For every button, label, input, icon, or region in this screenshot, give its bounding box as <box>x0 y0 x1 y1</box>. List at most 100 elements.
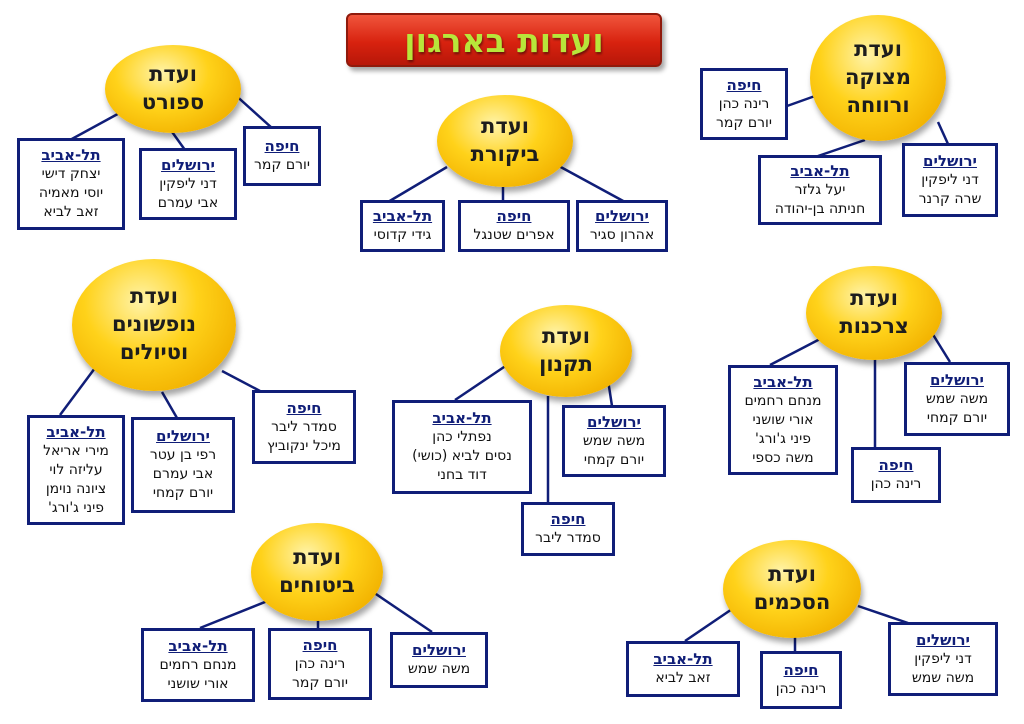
city-label: תל-אביב <box>372 207 433 225</box>
members-list: דני ליפקין משה שמש <box>911 650 975 686</box>
committee-bylaws-bubble: ועדת תקנון <box>500 305 632 397</box>
city-label: ירושלים <box>595 207 649 225</box>
committee-audit-haifa-box: חיפה אפרים שטנגל <box>458 200 570 252</box>
members-list: דני ליפקין שרה קרנר <box>918 171 982 207</box>
committee-sport-bubble: ועדת ספורט <box>105 45 241 133</box>
members-list: מירי אריאל עליזה לוי ציונה נוימן פיני ג'… <box>43 442 109 516</box>
members-list: נפתלי כהן נסים לביא (כושי) דוד בחני <box>412 429 512 483</box>
city-label: ירושלים <box>930 370 984 389</box>
connector-distress-tel-aviv <box>817 138 866 158</box>
connector-insurance-tel-aviv <box>199 598 271 630</box>
committee-audit-tel-aviv-box: תל-אביב גידי קדוסי <box>360 200 445 252</box>
connector-audit-tel-aviv <box>387 165 448 204</box>
committee-hiking-jerusalem-box: ירושלים רפי בן עטר אבי עמרם יורם קמחי <box>131 417 235 513</box>
members-list: יעל גלזר חניתה בן-יהודה <box>774 181 866 217</box>
page-title-banner: ועדות בארגון <box>346 13 662 67</box>
members-list: זאב לביא <box>655 670 711 686</box>
committee-hiking-tel-aviv-box: תל-אביב מירי אריאל עליזה לוי ציונה נוימן… <box>27 415 125 525</box>
members-list: רינה כהן <box>775 681 827 697</box>
members-list: משה שמש <box>407 661 471 677</box>
committee-bylaws-name: ועדת תקנון <box>539 324 593 376</box>
connector-agreements-jerusalem <box>857 604 909 625</box>
committee-agreements-bubble: ועדת הסכמים <box>723 540 861 638</box>
committee-sport-jerusalem-box: ירושלים דני ליפקין אבי עמרם <box>139 148 237 220</box>
committee-agreements-jerusalem-box: ירושלים דני ליפקין משה שמש <box>888 622 998 696</box>
members-list: מנחם רחמים אורי שושני פיני ג'ורג' משה כס… <box>744 392 822 466</box>
city-label: חיפה <box>550 510 586 528</box>
committee-consumer-bubble: ועדת צרכנות <box>806 266 942 360</box>
connector-distress-jerusalem <box>936 121 950 145</box>
city-label: חיפה <box>302 635 338 654</box>
members-list: סמדר ליבר <box>535 530 601 546</box>
city-label: חיפה <box>878 456 914 474</box>
page-title: ועדות בארגון <box>404 20 604 60</box>
city-label: תל-אביב <box>653 650 713 668</box>
committee-agreements-haifa-box: חיפה רינה כהן <box>760 651 842 709</box>
city-label: ירושלים <box>412 641 466 659</box>
members-list: אפרים שטנגל <box>473 227 555 243</box>
members-list: משה שמש יורם קמחי <box>582 432 646 468</box>
city-label: תל-אביב <box>46 422 106 441</box>
committee-distress-name: ועדת מצוקה ורווחה <box>845 37 912 117</box>
connector-distress-haifa <box>786 94 816 108</box>
committee-audit-jerusalem-box: ירושלים אהרון סגיר <box>576 200 668 252</box>
connector-agreements-tel-aviv <box>684 603 739 643</box>
city-label: תל-אביב <box>753 372 813 391</box>
city-label: ירושלים <box>156 427 210 445</box>
connector-hiking-haifa <box>221 369 261 393</box>
connector-consumer-tel-aviv <box>769 337 821 367</box>
connector-audit-jerusalem <box>556 163 626 204</box>
committee-bylaws-tel-aviv-box: תל-אביב נפתלי כהן נסים לביא (כושי) דוד ב… <box>392 400 532 494</box>
committee-agreements-name: ועדת הסכמים <box>753 562 831 614</box>
committee-hiking-bubble: ועדת נופשונים וטיולים <box>72 259 236 391</box>
members-list: רפי בן עטר אבי עמרם יורם קמחי <box>149 447 217 501</box>
committee-insurance-name: ועדת ביטוחים <box>279 545 355 597</box>
committee-audit-name: ועדת ביקורת <box>470 114 540 166</box>
members-list: סמדר ליבר מיכל ינקוביץ <box>267 418 341 454</box>
city-label: ירושלים <box>161 155 215 174</box>
connector-hiking-jerusalem <box>160 391 179 419</box>
members-list: מנחם רחמים אורי שושני <box>159 656 237 692</box>
connector-sport-tel-aviv <box>69 108 126 142</box>
committee-consumer-haifa-box: חיפה רינה כהן <box>851 447 941 503</box>
committee-insurance-tel-aviv-box: תל-אביב מנחם רחמים אורי שושני <box>141 628 255 702</box>
members-list: רינה כהן <box>870 476 922 492</box>
city-label: ירושלים <box>923 151 977 170</box>
city-label: חיפה <box>783 661 819 679</box>
members-list: רינה כהן יורם קמר <box>292 655 348 691</box>
committee-insurance-bubble: ועדת ביטוחים <box>251 523 383 621</box>
members-list: אהרון סגיר <box>589 227 655 243</box>
committee-sport-tel-aviv-box: תל-אביב יצחק דישי יוסי מאמיה זאב לביא <box>17 138 125 230</box>
committee-consumer-name: ועדת צרכנות <box>839 286 909 338</box>
committee-bylaws-haifa-box: חיפה סמדר ליבר <box>521 502 615 556</box>
connector-insurance-jerusalem <box>369 588 433 634</box>
connector-consumer-jerusalem <box>930 332 952 363</box>
city-label: חיפה <box>496 207 532 225</box>
committee-distress-bubble: ועדת מצוקה ורווחה <box>810 15 946 141</box>
city-label: חיפה <box>286 398 322 417</box>
members-list: משה שמש יורם קמחי <box>925 390 989 426</box>
committee-insurance-haifa-box: חיפה רינה כהן יורם קמר <box>268 628 372 700</box>
connector-hiking-tel-aviv <box>58 367 97 416</box>
city-label: ירושלים <box>916 630 970 649</box>
members-list: יורם קמר <box>254 157 310 173</box>
city-label: חיפה <box>726 75 762 94</box>
committee-hiking-haifa-box: חיפה סמדר ליבר מיכל ינקוביץ <box>252 390 356 464</box>
city-label: תל-אביב <box>41 146 101 164</box>
committee-distress-tel-aviv-box: תל-אביב יעל גלזר חניתה בן-יהודה <box>758 155 882 225</box>
members-list: דני ליפקין אבי עמרם <box>157 175 219 211</box>
members-list: יצחק דישי יוסי מאמיה זאב לביא <box>38 166 104 220</box>
committee-sport-haifa-box: חיפה יורם קמר <box>243 126 321 186</box>
committee-agreements-tel-aviv-box: תל-אביב זאב לביא <box>626 641 740 697</box>
committee-audit-bubble: ועדת ביקורת <box>437 95 573 187</box>
city-label: תל-אביב <box>432 409 492 427</box>
committee-sport-name: ועדת ספורט <box>141 62 205 114</box>
committee-distress-haifa-box: חיפה רינה כהן יורם קמר <box>700 68 788 140</box>
connector-bylaws-tel-aviv <box>454 363 508 402</box>
city-label: ירושלים <box>587 412 641 431</box>
city-label: תל-אביב <box>790 161 850 180</box>
city-label: חיפה <box>264 137 300 155</box>
committee-distress-jerusalem-box: ירושלים דני ליפקין שרה קרנר <box>902 143 998 217</box>
members-list: גידי קדוסי <box>373 227 432 243</box>
